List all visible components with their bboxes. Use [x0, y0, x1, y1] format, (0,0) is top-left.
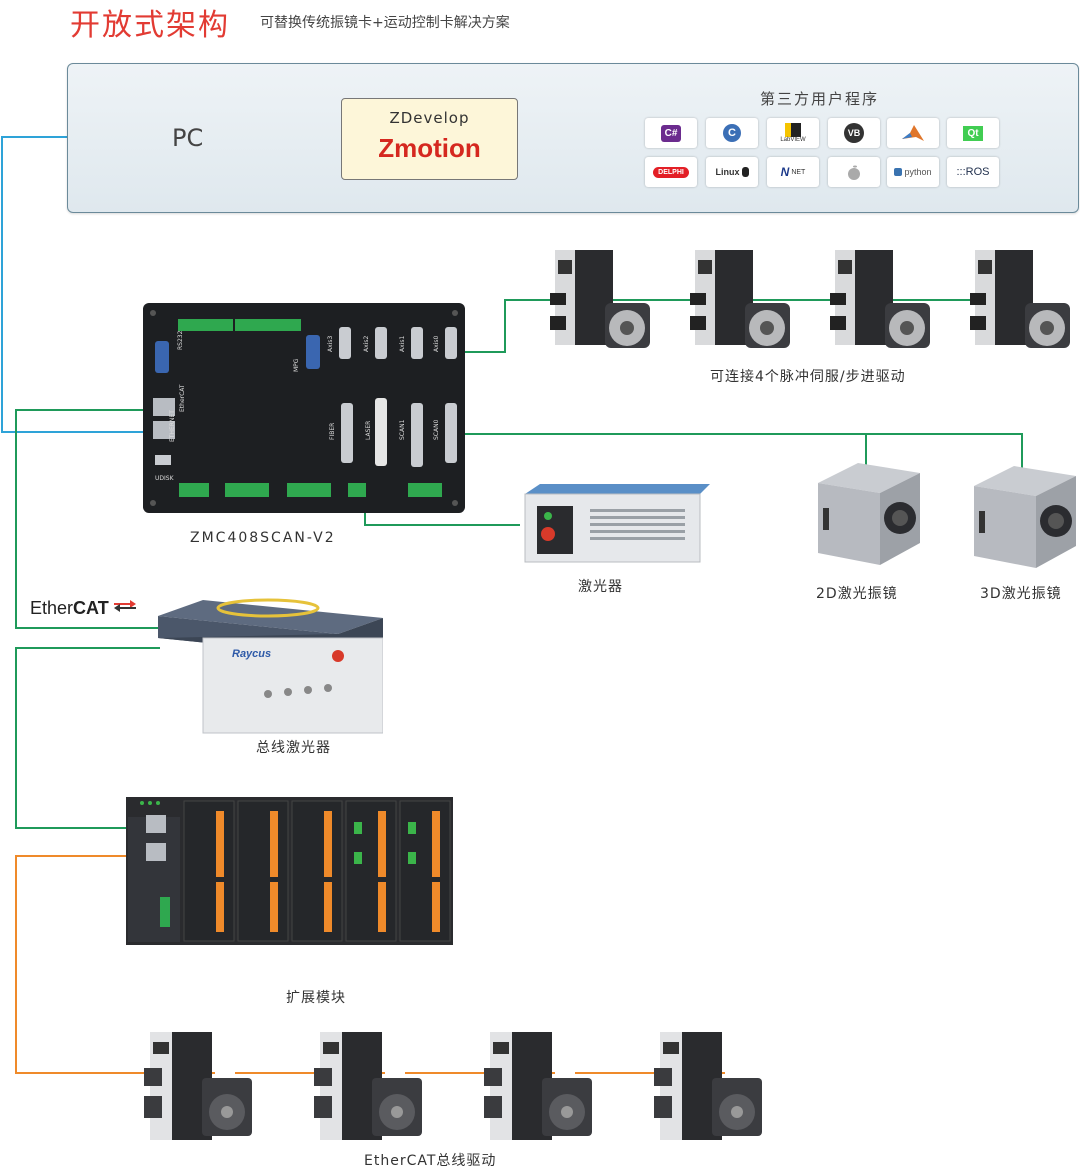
- controller-port-axis3: Axis3: [327, 335, 334, 352]
- csharp-icon-label: C#: [660, 124, 682, 142]
- ethercat-drives: [144, 1032, 762, 1140]
- python-icon: python: [887, 157, 939, 187]
- bus-laser-label: 总线激光器: [256, 740, 331, 756]
- delphi-icon-label: DELPHI: [653, 166, 689, 178]
- ethercat-drive-2: [314, 1032, 422, 1140]
- ethernet-cable: [1, 136, 160, 433]
- expansion-label: 扩展模块: [286, 990, 346, 1006]
- csharp-icon: C#: [645, 118, 697, 148]
- controller-port-scan0: SCAN0: [433, 419, 440, 440]
- delphi-icon: DELPHI: [645, 157, 697, 187]
- controller-port-axis2: Axis2: [363, 335, 370, 352]
- vb-icon-label: VB: [844, 123, 864, 143]
- ethercat-drive-1: [144, 1032, 252, 1140]
- page-subtitle: 可替换传统振镜卡+运动控制卡解决方案: [260, 15, 510, 31]
- c-language-icon-label: C: [723, 124, 741, 142]
- controller-device: [143, 303, 465, 513]
- controller-port-laser: LASER: [365, 420, 372, 440]
- galvo-2d-device: [818, 463, 920, 565]
- controller-port-udisk: UDISK: [155, 475, 174, 482]
- ethercat-logo-bold: CAT: [73, 598, 109, 618]
- qt-icon-label: Qt: [963, 125, 983, 141]
- ethercat-drive-label: EtherCAT总线驱动: [364, 1153, 497, 1169]
- vb-icon: VB: [828, 118, 880, 148]
- qt-icon: Qt: [947, 118, 999, 148]
- ethercat-cable-drives: [15, 855, 215, 1074]
- ros-icon: :::ROS: [947, 157, 999, 187]
- controller-port-rs232: RS232: [177, 330, 184, 350]
- ros-icon-label: :::ROS: [956, 166, 990, 178]
- linux-icon: Linux: [706, 157, 758, 187]
- ethercat-logo-text: Ether: [30, 598, 74, 618]
- labview-icon: LabVIEW: [767, 118, 819, 148]
- pulse-servo-4: [970, 250, 1070, 348]
- ethercat-cable-expansion: [15, 647, 160, 829]
- ethercat-cable-controller: [15, 409, 160, 629]
- galvo-3d-device: [974, 466, 1076, 568]
- pulse-servo-1: [550, 250, 650, 348]
- controller-port-fiber: FIBER: [329, 422, 336, 440]
- laser-label: 激光器: [578, 579, 623, 595]
- apple-icon: [828, 157, 880, 187]
- ethercat-logo: EtherCAT: [30, 596, 136, 619]
- pulse-servo-3: [830, 250, 930, 348]
- pulse-servo-drives: [550, 250, 1070, 348]
- zdevelop-box: ZDevelop Zmotion: [341, 98, 518, 180]
- third-party-title: 第三方用户程序: [760, 90, 880, 108]
- dotnet-icon: N NET: [767, 157, 819, 187]
- scan-cable: [420, 433, 1023, 470]
- controller-port-scan1: SCAN1: [399, 419, 406, 440]
- controller-port-axis1: Axis1: [399, 335, 406, 352]
- page-title: 开放式架构: [70, 8, 230, 43]
- expansion-io-slices: [183, 800, 451, 942]
- c-language-icon: C: [706, 118, 758, 148]
- bus-laser-device: [158, 598, 383, 734]
- linux-icon-label: Linux: [715, 167, 740, 177]
- pulse-servo-label: 可连接4个脉冲伺服/步进驱动: [710, 369, 906, 385]
- galvo-3d-label: 3D激光振镜: [980, 586, 1062, 602]
- controller-port-ethercat: EtherCAT: [179, 384, 186, 412]
- labview-icon-label: LabVIEW: [780, 137, 806, 143]
- matlab-icon: [887, 118, 939, 148]
- laser-device: [524, 484, 710, 563]
- zdevelop-label: ZDevelop: [389, 109, 470, 127]
- python-icon-label: python: [904, 167, 932, 177]
- galvo-2d-label: 2D激光振镜: [816, 586, 898, 602]
- controller-port-mpg: MPG: [293, 358, 300, 372]
- controller-label: ZMC408SCAN-V2: [190, 530, 336, 546]
- zmotion-logo: Zmotion: [378, 133, 481, 163]
- expansion-module-device: [126, 797, 453, 945]
- controller-port-ethernet: ETHERNET: [169, 410, 176, 442]
- ethercat-drive-3: [484, 1032, 592, 1140]
- bus-laser-brand: Raycus: [232, 648, 272, 660]
- ethercat-drive-4: [654, 1032, 762, 1140]
- pc-label: PC: [172, 124, 204, 152]
- controller-port-axis0: Axis0: [433, 335, 440, 352]
- dotnet-icon-label: NET: [791, 168, 806, 176]
- pulse-servo-2: [690, 250, 790, 348]
- ethercat-arrow-icon: [113, 596, 136, 612]
